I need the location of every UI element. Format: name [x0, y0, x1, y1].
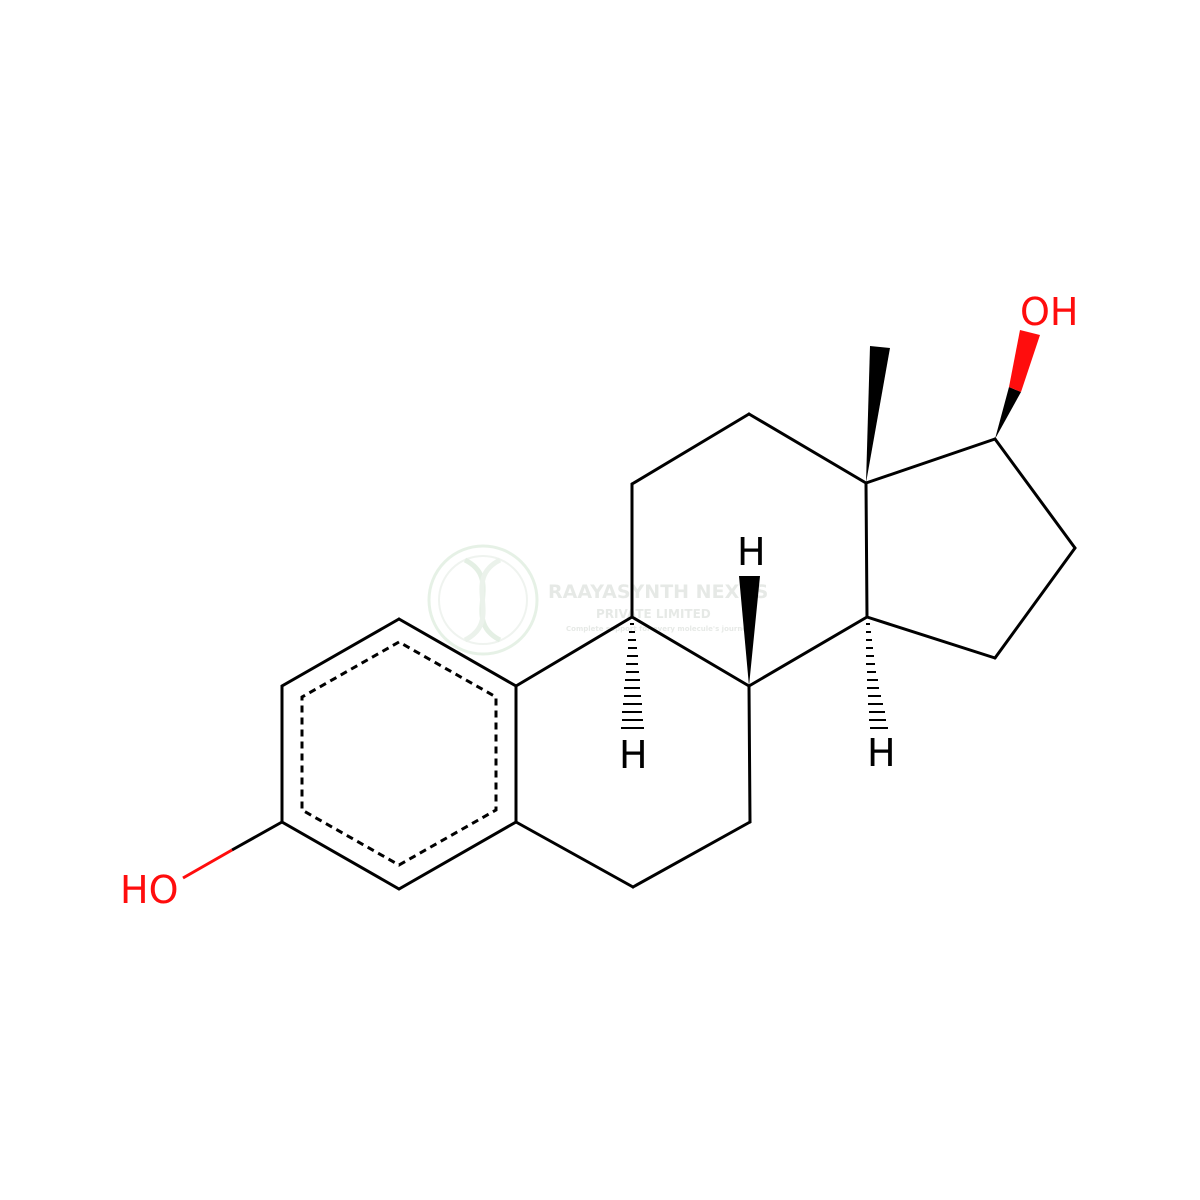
hydroxyl-3-label: HO [120, 868, 178, 912]
bond-c12-c13 [747, 412, 868, 485]
bond-c13-c14 [864, 481, 869, 619]
ring-c [630, 412, 869, 688]
watermark-helix-icon-2 [463, 557, 502, 643]
watermark: RAAYASYNTH NEXUS PRIVATE LIMITED Complet… [427, 544, 768, 656]
ring-b [514, 615, 752, 889]
bond-c16-c15 [993, 546, 1077, 660]
hydrogen-9-label: H [619, 733, 648, 777]
c17-oh-wedge-red [1009, 330, 1040, 392]
bond-c11-c12 [630, 412, 751, 486]
bond-c8-c7 [747, 684, 752, 824]
watermark-tagline: Complete support for every molecule's jo… [566, 625, 752, 633]
watermark-subtitle: PRIVATE LIMITED [596, 607, 711, 621]
ring-a-aromatic-circle [300, 640, 498, 867]
h8-wedge-bond [739, 576, 760, 686]
bond-c7-c6 [631, 820, 752, 889]
methyl-wedge-bond [866, 346, 890, 483]
bond-c3-o-red [182, 848, 233, 880]
hydroxyl-17-label: OH [1020, 290, 1078, 334]
h9-hashed-bond [621, 623, 644, 729]
h14-hashed-bond [866, 623, 888, 729]
watermark-ring-outer [427, 544, 539, 656]
bond-c3-o-black [231, 820, 283, 852]
bond-c14-c8 [747, 615, 869, 688]
ring-d [864, 437, 1077, 660]
bond-c10-c9 [514, 615, 634, 688]
watermark-company: RAAYASYNTH NEXUS [548, 581, 768, 603]
hydrogen-14-label: H [867, 731, 896, 775]
ring-a-outer-bonds [280, 617, 518, 891]
bond-c6-c5 [514, 820, 635, 889]
bond-c15-c14 [865, 615, 997, 660]
watermark-ring-inner [438, 555, 528, 645]
bond-c13-c17 [864, 437, 997, 485]
bond-c9-c8 [630, 615, 751, 688]
bond-c17-c16 [993, 437, 1077, 550]
c17-oh-wedge-black [995, 387, 1021, 439]
ring-a-aromatic [280, 617, 518, 891]
hydrogen-8-label: H [737, 530, 766, 574]
